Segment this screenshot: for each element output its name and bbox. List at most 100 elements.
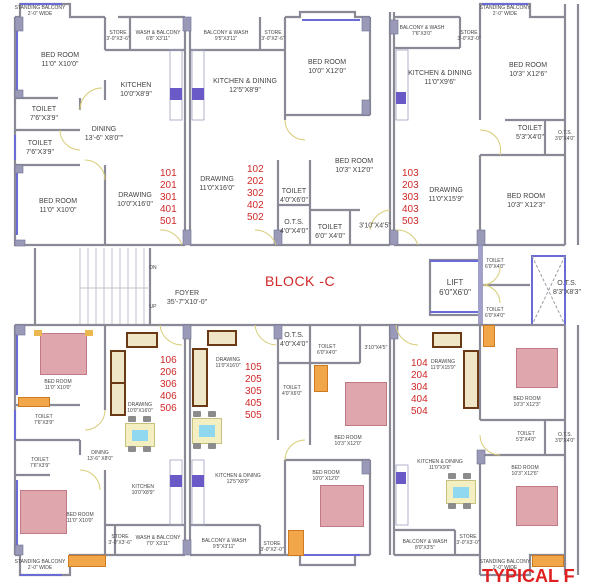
dining-table-icon: [446, 480, 476, 504]
bed-icon: [320, 485, 364, 527]
chair-icon: [208, 443, 216, 449]
nightstand-icon: [34, 330, 42, 336]
chair-icon: [463, 473, 471, 479]
wardrobe-icon: [314, 365, 328, 392]
stove-icon: [192, 88, 204, 100]
sofa-icon: [192, 348, 208, 407]
unit-numbers-lower-left: 106 206 306 406 506: [160, 355, 177, 414]
room-um-ots: O.T.S.4'0"X4'0": [280, 219, 308, 235]
room-core-ots: O.T.S.8'3"X8'3": [553, 280, 581, 296]
wardrobe-icon: [483, 325, 495, 347]
bed-icon: [516, 486, 558, 526]
wardrobe-icon: [532, 555, 564, 567]
room-um-passage: 3'10"X4'5": [359, 222, 391, 230]
chair-icon: [193, 443, 201, 449]
sofa-icon: [207, 330, 237, 346]
doors: [59, 87, 502, 491]
stove-icon: [170, 475, 182, 487]
unit-numbers-lower-middle: 105 205 305 405 505: [245, 362, 262, 421]
sofa-icon: [463, 350, 479, 409]
stove-icon: [396, 92, 406, 104]
bed-icon: [516, 348, 558, 388]
room-lm-passage: 3'10"X4'5": [364, 345, 388, 351]
room-lm-ots: O.T.S.4'0"X4'0": [280, 332, 308, 348]
nightstand-icon: [85, 330, 93, 336]
chair-icon: [448, 473, 456, 479]
unit-numbers-upper-middle: 102 202 302 402 502: [247, 164, 264, 223]
windows: [14, 30, 18, 545]
unit-numbers-lower-right: 104 204 304 404 504: [411, 358, 428, 417]
columns: [14, 16, 486, 556]
chair-icon: [143, 416, 151, 422]
stove-icon: [170, 88, 182, 100]
wardrobe-icon: [18, 397, 50, 407]
bed-icon: [40, 333, 87, 375]
chair-icon: [463, 503, 471, 509]
dining-table-icon: [125, 423, 155, 447]
chair-icon: [193, 411, 201, 417]
wardrobe-icon: [288, 530, 304, 556]
room-lr-ots: O.T.S.3'0"X4'0": [555, 432, 575, 444]
dining-table-icon: [192, 418, 222, 444]
sofa-icon: [110, 350, 126, 384]
bed-icon: [345, 382, 387, 426]
stair-up-label: UP: [149, 304, 157, 310]
stair-dn-label: DN: [149, 265, 157, 271]
chair-icon: [448, 503, 456, 509]
sofa-icon: [432, 332, 462, 348]
unit-numbers-upper-right: 103 203 303 403 503: [402, 168, 419, 227]
footer-title: TYPICAL F: [482, 566, 575, 586]
bed-icon: [20, 490, 67, 534]
chair-icon: [143, 446, 151, 452]
chair-icon: [208, 411, 216, 417]
lower-walls: [13, 323, 580, 577]
sofa-icon: [110, 382, 126, 416]
